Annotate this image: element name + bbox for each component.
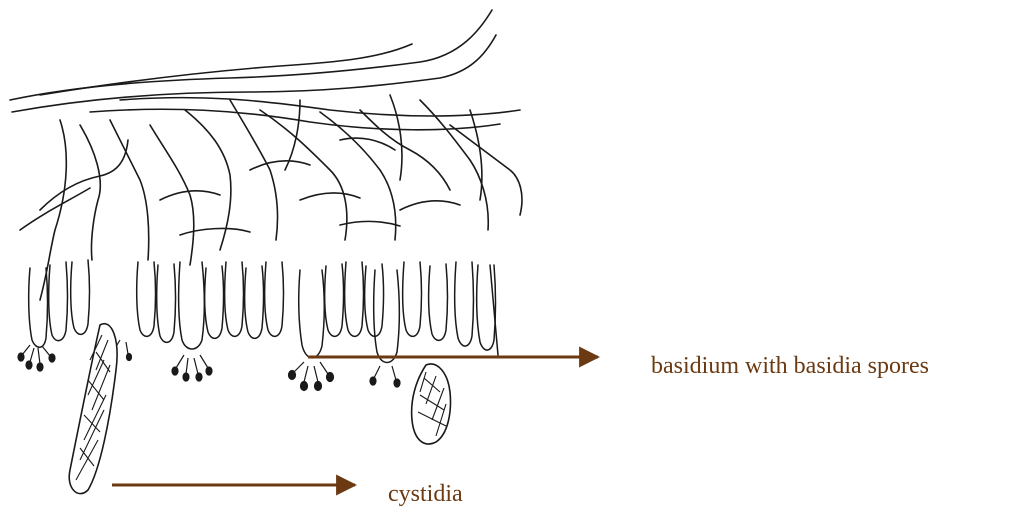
cystidia-cells — [69, 324, 450, 494]
hyphal-network — [10, 10, 522, 300]
cystidia-label: cystidia — [388, 480, 463, 508]
basidium-label: basidium with basidia spores — [651, 352, 929, 380]
basidia-spores — [18, 340, 400, 391]
